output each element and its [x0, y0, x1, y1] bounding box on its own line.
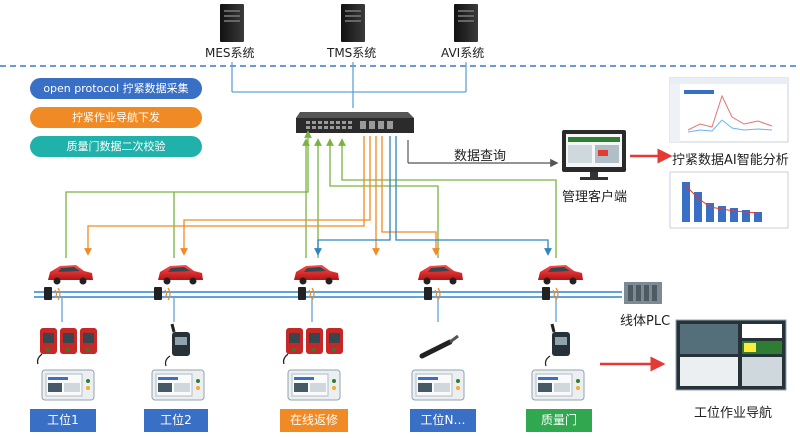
tightening-tool-icon: [164, 323, 190, 367]
car-icon: [294, 265, 339, 285]
navigation-line-station-2: [180, 136, 371, 256]
rfid-reader-icon: [154, 287, 171, 301]
plc-icon: [624, 282, 662, 304]
verification-line-quality-gate: [395, 136, 552, 256]
station-n-label: 工位N…: [410, 409, 476, 432]
analysis-dashboard-line-chart: [669, 77, 789, 143]
station-controller-icon: [151, 369, 205, 401]
mes-server-icon: [220, 4, 244, 42]
collection-line-quality-gate: [338, 138, 557, 258]
car-icon: [538, 265, 583, 285]
quality-gate-label: 质量门: [526, 409, 592, 432]
legend-navigation: 拧紧作业导航下发: [30, 107, 202, 128]
station-2-label: 工位2: [144, 409, 208, 432]
work-navigation-label: 工位作业导航: [694, 406, 773, 421]
legend-open-protocol: open protocol 拧紧数据采集: [30, 78, 202, 99]
navigation-line-station-1: [84, 136, 365, 256]
mes-system-label: MES系统: [205, 46, 255, 60]
tms-server-icon: [341, 4, 365, 42]
avi-system-label: AVI系统: [441, 46, 485, 60]
tightening-tool-icon: [544, 323, 570, 367]
management-client-label: 管理客户端: [562, 190, 628, 205]
station-1-label: 工位1: [30, 409, 96, 432]
car-icon: [158, 265, 203, 285]
tightening-tool-icon: [419, 334, 459, 359]
work-navigation-screen: [675, 319, 787, 391]
rfid-reader-icon: [542, 287, 559, 301]
station-controller-icon: [41, 369, 95, 401]
data-query-arrow: [407, 140, 559, 168]
station-controller-icon: [531, 369, 585, 401]
tightening-tool-icon: [36, 328, 97, 365]
ai-analysis-label: 拧紧数据AI智能分析: [672, 153, 789, 168]
tightening-tool-icon: [282, 328, 343, 365]
management-monitor-icon: [562, 130, 626, 180]
system-bus: [231, 62, 467, 108]
tms-system-label: TMS系统: [327, 46, 377, 60]
fieldbus-line: [34, 291, 622, 298]
station-controller-icon: [287, 369, 341, 401]
station-controller-icon: [411, 369, 465, 401]
car-icon: [48, 265, 93, 285]
verification-line-repair: [314, 136, 391, 256]
navigation-line-station-n: [381, 136, 440, 256]
legend-quality-gate: 质量门数据二次校验: [30, 136, 202, 157]
rfid-reader-icon: [44, 287, 61, 301]
network-switch-icon: [296, 112, 414, 133]
data-query-label: 数据查询: [454, 149, 507, 164]
station-drops: [61, 297, 557, 322]
online-repair-label: 在线返修: [280, 409, 348, 432]
car-icon: [418, 265, 463, 285]
line-plc-label: 线体PLC: [620, 314, 671, 329]
collection-line-station-1: [65, 130, 312, 258]
collection-line-station-n: [326, 138, 439, 258]
rfid-reader-icon: [424, 287, 441, 301]
rfid-reader-icon: [298, 287, 315, 301]
analysis-dashboard-bar-chart: [669, 171, 789, 229]
avi-server-icon: [454, 4, 478, 42]
